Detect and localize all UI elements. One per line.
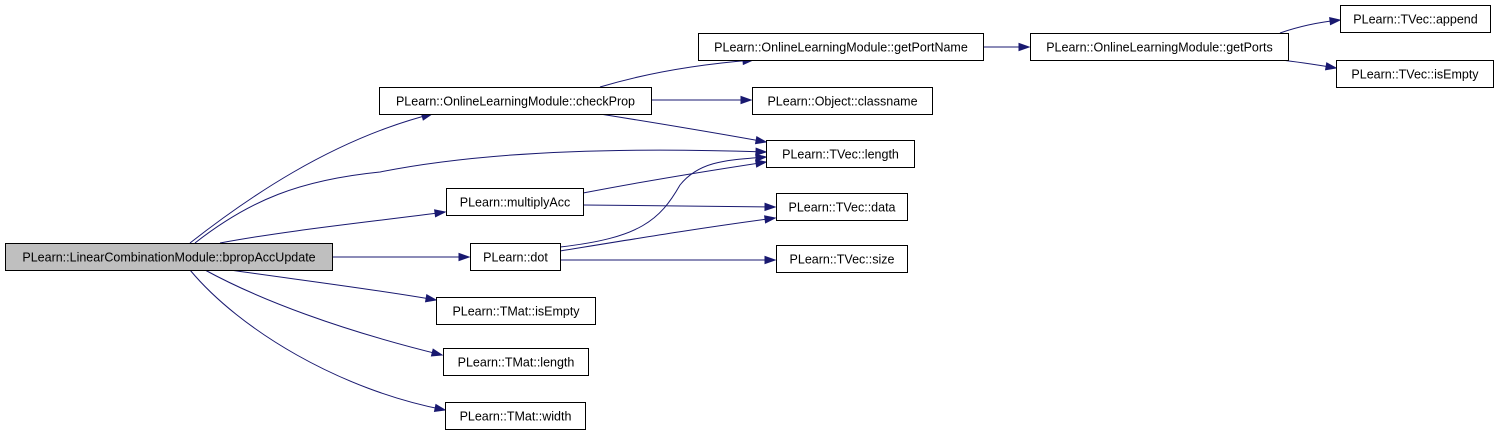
node-box[interactable] [5, 243, 333, 271]
edge-arrowhead [424, 294, 438, 303]
node-tvecLength[interactable]: PLearn::TVec::length [766, 140, 915, 168]
node-box[interactable] [1030, 33, 1289, 61]
node-label: PLearn::OnlineLearningModule::getPortNam… [714, 41, 968, 55]
edge-arrowhead [434, 209, 447, 218]
edge-dot-to-tvecSize [560, 255, 777, 265]
edge-multiplyAcc-to-tvecData [582, 202, 777, 212]
edge-arrowhead [1324, 62, 1338, 71]
edge-root-to-checkProp [189, 112, 434, 244]
node-box[interactable] [443, 348, 589, 376]
node-multiplyAcc[interactable]: PLearn::multiplyAcc [446, 188, 584, 216]
edge-line [599, 113, 767, 143]
edge-checkProp-to-tvecLength [599, 113, 768, 145]
edge-getPorts-to-tvecAppend [1279, 17, 1342, 34]
node-box[interactable] [446, 188, 584, 216]
node-tvecSize[interactable]: PLearn::TVec::size [776, 245, 908, 273]
node-label: PLearn::OnlineLearningModule::getPorts [1046, 41, 1273, 55]
edge-arrowhead [755, 153, 768, 163]
node-box[interactable] [436, 297, 596, 325]
node-label: PLearn::TVec::append [1353, 13, 1477, 27]
edge-dot-to-tvecData [559, 215, 777, 252]
node-box[interactable] [1336, 60, 1494, 88]
node-box[interactable] [752, 87, 933, 115]
edge-line [582, 161, 767, 194]
edge-root-to-tmatWidth [189, 269, 447, 413]
node-label: PLearn::dot [483, 251, 548, 265]
node-label: PLearn::TVec::isEmpty [1351, 68, 1479, 82]
node-root[interactable]: PLearn::LinearCombinationModule::bpropAc… [5, 243, 333, 271]
edge-line [599, 59, 754, 88]
edge-getPortName-to-getPorts [983, 42, 1031, 52]
node-tvecIsEmpty[interactable]: PLearn::TVec::isEmpty [1336, 60, 1494, 88]
node-box[interactable] [698, 33, 984, 61]
edge-arrowhead [433, 403, 447, 413]
edge-arrowhead [1329, 17, 1342, 26]
node-box[interactable] [776, 193, 908, 221]
edge-arrowhead [430, 348, 444, 357]
node-label: PLearn::TVec::data [788, 201, 895, 215]
edge-arrowhead [754, 135, 768, 145]
edge-root-to-tmatIsEmpty [229, 269, 438, 303]
node-classname[interactable]: PLearn::Object::classname [752, 87, 933, 115]
node-label: PLearn::TMat::width [460, 410, 572, 424]
node-tvecData[interactable]: PLearn::TVec::data [776, 193, 908, 221]
edge-arrowhead [764, 215, 777, 224]
edge-root-to-dot [332, 252, 471, 262]
edge-arrowhead [1018, 42, 1031, 52]
node-label: PLearn::Object::classname [767, 95, 917, 109]
edge-arrowhead [740, 95, 753, 105]
edge-root-to-tmatLength [204, 269, 444, 357]
edge-checkProp-to-classname [651, 95, 753, 105]
node-label: PLearn::TVec::length [782, 148, 899, 162]
edge-arrowhead [458, 252, 471, 262]
call-nodes: PLearn::LinearCombinationModule::bpropAc… [5, 5, 1494, 430]
edge-line [189, 269, 446, 411]
node-checkProp[interactable]: PLearn::OnlineLearningModule::checkProp [379, 87, 652, 115]
node-box[interactable] [1340, 5, 1491, 33]
node-label: PLearn::TMat::isEmpty [452, 305, 580, 319]
node-getPortName[interactable]: PLearn::OnlineLearningModule::getPortNam… [698, 33, 984, 61]
node-tvecAppend[interactable]: PLearn::TVec::append [1340, 5, 1491, 33]
edge-multiplyAcc-to-tvecLength [582, 159, 768, 194]
node-label: PLearn::multiplyAcc [460, 196, 570, 210]
edge-arrowhead [764, 202, 777, 212]
node-tmatLength[interactable]: PLearn::TMat::length [443, 348, 589, 376]
node-label: PLearn::LinearCombinationModule::bpropAc… [22, 251, 315, 265]
edge-line [229, 269, 437, 301]
edge-arrowhead [754, 159, 768, 168]
node-box[interactable] [766, 140, 915, 168]
edge-line [559, 217, 776, 252]
edge-getPorts-to-tvecIsEmpty [1279, 59, 1338, 71]
edge-root-to-tvecLength [194, 147, 768, 244]
edge-checkProp-to-getPortName [599, 56, 755, 88]
edge-root-to-multiplyAcc [219, 209, 447, 244]
node-dot[interactable]: PLearn::dot [470, 243, 561, 271]
node-box[interactable] [470, 243, 561, 271]
edge-dot-to-tvecLength [559, 153, 768, 248]
edge-line [194, 149, 767, 244]
edge-line [189, 113, 433, 244]
node-label: PLearn::TMat::length [458, 356, 575, 370]
node-label: PLearn::TVec::size [790, 253, 895, 267]
node-box[interactable] [776, 245, 908, 273]
node-box[interactable] [445, 402, 586, 430]
node-box[interactable] [379, 87, 652, 115]
edge-arrowhead [755, 147, 768, 156]
edge-arrowhead [764, 255, 777, 265]
node-tmatWidth[interactable]: PLearn::TMat::width [445, 402, 586, 430]
edge-line [219, 211, 446, 244]
node-tmatIsEmpty[interactable]: PLearn::TMat::isEmpty [436, 297, 596, 325]
edge-line [582, 204, 776, 208]
node-getPorts[interactable]: PLearn::OnlineLearningModule::getPorts [1030, 33, 1289, 61]
edge-line [559, 156, 767, 248]
edge-line [204, 269, 443, 356]
call-edges [189, 17, 1342, 413]
node-label: PLearn::OnlineLearningModule::checkProp [396, 95, 635, 109]
